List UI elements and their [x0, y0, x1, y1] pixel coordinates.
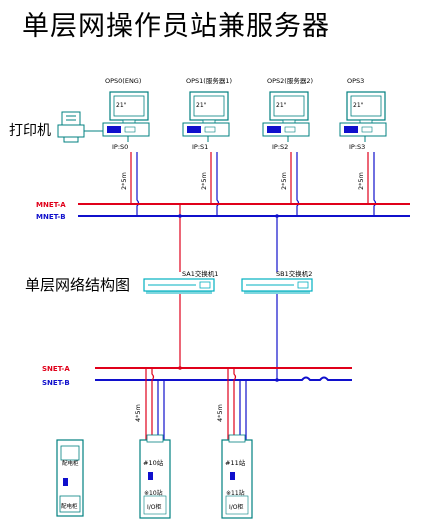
io-cabinet-10-top-label: #10站 — [143, 458, 164, 467]
diagram-title: 单层网操作员站兼服务器 — [22, 11, 330, 42]
io-cabinet-11 — [221, 434, 253, 519]
monitor-size: 21" — [116, 102, 127, 109]
workstation-1: OPS1(服务器1) 21" IP:S1 — [182, 76, 232, 151]
io-cabinet-10-mid-label: ※10站 — [144, 489, 163, 497]
cable-length-label: 4*5m — [134, 404, 142, 422]
cable-length-label: 2*5m — [357, 172, 365, 190]
workstation-name: OPS1(服务器1) — [186, 76, 232, 85]
workstation-name: OPS0(ENG) — [105, 77, 141, 85]
printer-icon — [57, 111, 85, 143]
monitor-size: 21" — [196, 102, 207, 109]
workstation-name: OPS3 — [347, 77, 364, 85]
switch-2 — [241, 278, 313, 294]
workstation-ip: IP:S1 — [192, 143, 208, 151]
workstation-0: OPS0(ENG) 21" IP:S0 — [102, 77, 150, 151]
switch-2-label: SB1交换机2 — [276, 269, 312, 278]
mnet-a-label: MNET-A — [36, 201, 66, 209]
power-cabinet-bottom-label: 配电柜 — [61, 502, 78, 510]
snet-a-label: SNET-A — [42, 365, 70, 373]
cable-length-label: 4*5m — [216, 404, 224, 422]
io-cabinet-10 — [139, 434, 171, 519]
snet-b-label: SNET-B — [42, 379, 70, 387]
workstation-2: OPS2(服务器2) 21" IP:S2 — [262, 76, 313, 151]
io-cabinet-11-mid-label: ※11站 — [226, 489, 245, 497]
switch-1 — [143, 278, 215, 294]
workstation-ip: IP:S0 — [112, 143, 128, 151]
workstation-3: OPS3 21" IP:S3 — [339, 77, 387, 151]
printer-label: 打印机 — [9, 123, 51, 139]
cable-length-label: 2*5m — [120, 172, 128, 190]
workstation-ip: IP:S2 — [272, 143, 288, 151]
snet-drops-cabinet-10 — [145, 368, 165, 440]
cable-length-label: 2*5m — [200, 172, 208, 190]
workstation-ip: IP:S3 — [349, 143, 365, 151]
snet-drops-cabinet-11 — [227, 368, 247, 440]
switch-1-label: SA1交换机1 — [182, 269, 218, 278]
cable-length-label: 2*5m — [280, 172, 288, 190]
section-label: 单层网络结构图 — [25, 276, 131, 294]
mnet-drops — [130, 152, 377, 216]
monitor-size: 21" — [353, 102, 364, 109]
power-cabinet-top-label: 配电柜 — [62, 459, 79, 467]
monitor-size: 21" — [276, 102, 287, 109]
snet-b-bus — [95, 376, 352, 381]
mnet-b-label: MNET-B — [36, 213, 66, 221]
io-cabinet-11-top-label: #11站 — [225, 458, 246, 467]
power-cabinet — [56, 439, 84, 517]
io-cabinet-11-bottom-label: I/O柜 — [229, 503, 244, 511]
io-cabinet-10-bottom-label: I/O柜 — [147, 503, 162, 511]
workstation-name: OPS2(服务器2) — [267, 76, 313, 85]
